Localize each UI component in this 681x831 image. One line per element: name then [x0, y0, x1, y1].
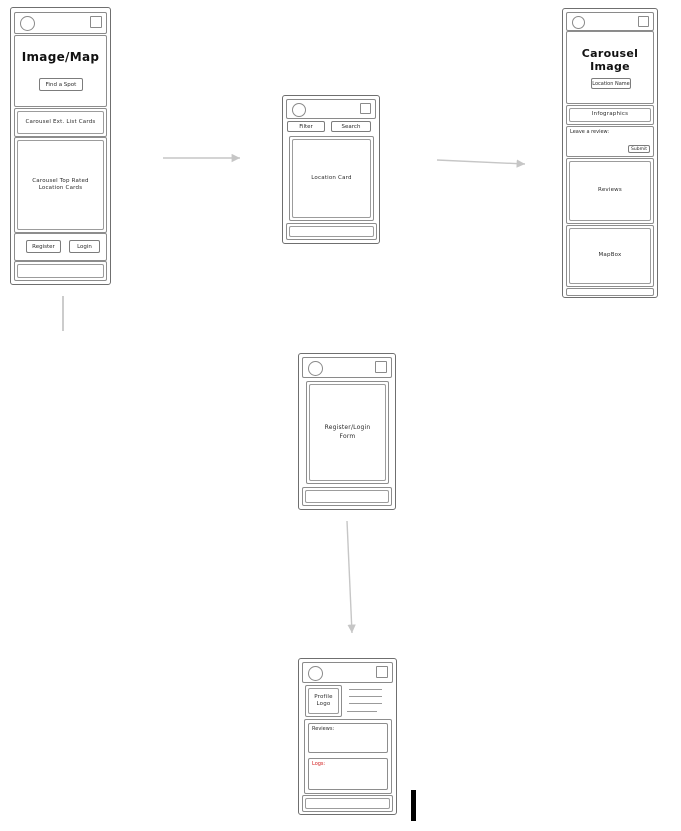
status-circle-icon: [292, 103, 306, 117]
auth-button-row: Register Login: [14, 233, 107, 261]
filter-button[interactable]: Filter: [287, 121, 325, 132]
login-button[interactable]: Login: [69, 240, 100, 253]
status-circle-icon: [572, 16, 585, 29]
register-login-form[interactable]: Register/Login Form: [306, 381, 389, 484]
bottom-bar: [14, 261, 107, 281]
status-circle-icon: [308, 666, 323, 681]
home-title: Image/Map: [21, 50, 100, 64]
arrow-search-to-detail: [436, 159, 526, 168]
bottom-bar: [302, 795, 393, 812]
text-cursor: [411, 790, 416, 821]
reviews-section[interactable]: Reviews: [566, 158, 654, 224]
profile-logo-inner: Profile Logo: [308, 688, 339, 714]
profile-reviews-label: Reviews:: [312, 726, 335, 732]
location-card[interactable]: Location Card: [289, 136, 374, 221]
text-line: [347, 711, 377, 712]
carousel-top-rated-cards[interactable]: Carousel Top Rated Location Cards: [14, 137, 107, 233]
bottom-bar: [302, 487, 392, 506]
frame-auth[interactable]: Register/Login Form: [298, 353, 396, 510]
find-a-spot-button[interactable]: Find a Spot: [39, 78, 83, 91]
bottom-bar-inner: [289, 226, 374, 237]
carousel-ext-list-label: Carousel Ext. List Cards: [25, 118, 96, 125]
reviews-logs-container: Reviews: Logs:: [304, 719, 392, 794]
frame-profile[interactable]: Profile Logo Reviews: Logs:: [298, 658, 397, 815]
infographics-inner: Infographics: [569, 108, 651, 122]
status-square-icon: [376, 666, 388, 678]
reviews-inner: Reviews: [569, 161, 651, 221]
infographics-section[interactable]: Infographics: [566, 105, 654, 125]
reviews-label: Reviews: [598, 187, 622, 194]
profile-reviews-box[interactable]: Reviews:: [308, 723, 388, 753]
carousel-ext-list-cards[interactable]: Carousel Ext. List Cards: [14, 108, 107, 137]
status-circle-icon: [308, 361, 323, 376]
status-bar: [286, 99, 376, 119]
status-square-icon: [90, 16, 102, 28]
frame-home[interactable]: Image/Map Find a Spot Carousel Ext. List…: [10, 7, 111, 285]
frame-detail[interactable]: Carousel Image Location Name Infographic…: [562, 8, 658, 298]
profile-logs-box[interactable]: Logs:: [308, 758, 388, 790]
profile-logo-box[interactable]: Profile Logo: [305, 685, 342, 717]
status-bar: [302, 357, 392, 378]
status-bar: [14, 12, 107, 34]
text-line: [349, 689, 382, 690]
detail-title: Carousel Image: [581, 47, 639, 73]
register-login-form-label: Register/Login Form: [324, 424, 371, 440]
profile-logo-label: Profile Logo: [314, 693, 333, 707]
status-bar: [566, 12, 654, 31]
leave-review-section[interactable]: Leave a review: Submit: [566, 126, 654, 157]
infographics-label: Infographics: [591, 111, 629, 118]
mapbox-inner: MapBox: [569, 228, 651, 284]
mapbox-label: MapBox: [598, 252, 622, 259]
leave-review-label: Leave a review:: [570, 129, 610, 135]
register-login-form-inner: Register/Login Form: [309, 384, 386, 481]
status-circle-icon: [20, 16, 35, 31]
submit-button[interactable]: Submit: [628, 145, 650, 153]
status-bar: [302, 662, 393, 683]
bottom-bar-inner: [305, 798, 390, 809]
carousel-image-hero[interactable]: Carousel Image Location Name: [566, 31, 654, 104]
search-button[interactable]: Search: [331, 121, 371, 132]
status-square-icon: [360, 103, 371, 114]
frame-search[interactable]: Filter Search Location Card: [282, 95, 380, 244]
text-line: [349, 696, 382, 697]
arrow-auth-to-profile: [346, 520, 356, 634]
status-square-icon: [638, 16, 649, 27]
bottom-bar-inner: [305, 490, 389, 503]
location-name-button[interactable]: Location Name: [591, 78, 631, 89]
bottom-bar-inner: [17, 264, 104, 278]
status-square-icon: [375, 361, 387, 373]
text-line: [349, 703, 382, 704]
register-button[interactable]: Register: [26, 240, 61, 253]
location-card-label: Location Card: [311, 174, 352, 181]
hero-image-map[interactable]: Image/Map Find a Spot: [14, 35, 107, 107]
bottom-bar: [286, 223, 377, 240]
mapbox-section[interactable]: MapBox: [566, 225, 654, 287]
bottom-bar: [566, 288, 654, 296]
carousel-top-rated-label: Carousel Top Rated Location Cards: [32, 177, 89, 191]
carousel-ext-list-inner: Carousel Ext. List Cards: [17, 111, 104, 134]
profile-logs-label: Logs:: [312, 761, 326, 767]
carousel-top-rated-inner: Carousel Top Rated Location Cards: [17, 140, 104, 230]
location-card-inner: Location Card: [292, 139, 371, 218]
